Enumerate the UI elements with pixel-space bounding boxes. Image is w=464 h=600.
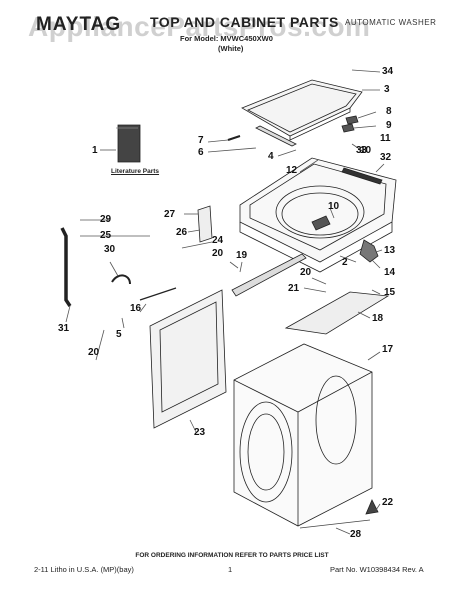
- callout-20-mid: 20: [300, 267, 312, 278]
- callout-15: 15: [384, 287, 396, 298]
- cabinet: [233, 343, 373, 527]
- callout-20-left: 20: [88, 347, 100, 358]
- callout-31: 31: [58, 323, 70, 334]
- callout-2: 2: [342, 257, 348, 268]
- callout-19: 19: [236, 250, 248, 261]
- callout-25: 25: [100, 230, 112, 241]
- lid: [241, 79, 363, 137]
- callout-27: 27: [164, 209, 176, 220]
- callout-30: 30: [104, 244, 116, 255]
- ordering-info: FOR ORDERING INFORMATION REFER TO PARTS …: [135, 552, 329, 559]
- callout-9: 9: [386, 120, 392, 131]
- literature-label: Literature Parts: [111, 168, 160, 175]
- callout-6: 6: [198, 147, 204, 158]
- wire-harness: [359, 239, 379, 263]
- callout-5: 5: [116, 329, 122, 340]
- leveling-leg: [365, 499, 379, 515]
- callout-29: 29: [100, 214, 112, 225]
- page-title: TOP AND CABINET PARTS: [150, 14, 339, 30]
- lid-hinge: [255, 125, 297, 147]
- hose-clamp: [111, 274, 131, 285]
- callout-24: 24: [212, 235, 224, 246]
- page-header: AppliancePartsPros.com MAYTAG TOP AND CA…: [0, 8, 464, 53]
- callout-26: 26: [176, 227, 188, 238]
- callout-18: 18: [372, 313, 384, 324]
- brand-name: MAYTAG: [36, 14, 122, 35]
- callout-17: 17: [382, 344, 394, 355]
- page-number: 1: [228, 565, 233, 574]
- bumper-2: [341, 123, 355, 133]
- part-number: Part No. W10398434 Rev. A: [330, 565, 424, 574]
- callout-12: 12: [286, 165, 298, 176]
- screw: [227, 135, 241, 141]
- cabinet-front-panel: [239, 401, 293, 503]
- callout-10-switch: 10: [328, 201, 340, 212]
- callout-7: 7: [198, 135, 204, 146]
- watermark: AppliancePartsPros.com: [28, 11, 371, 42]
- tub-opening: [275, 185, 365, 239]
- rear-panel: [149, 289, 227, 429]
- literature-booklet: [117, 124, 141, 163]
- base: [299, 519, 371, 529]
- callout-23: 23: [194, 427, 206, 438]
- callout-11: 11: [380, 133, 391, 144]
- product-type: AUTOMATIC WASHER: [345, 18, 437, 27]
- front-rail: [231, 253, 307, 297]
- callout-8: 8: [386, 106, 392, 117]
- callout-34: 34: [382, 66, 394, 77]
- model-line: For Model: MVWC450XW0: [180, 34, 273, 43]
- callout-16: 16: [130, 303, 142, 314]
- callout-28: 28: [350, 529, 362, 540]
- console-strip: [341, 167, 383, 185]
- drain-hose: [60, 227, 72, 307]
- mounting-bracket: [197, 205, 213, 243]
- callout-22: 22: [382, 497, 394, 508]
- callout-20-top: 20: [212, 248, 224, 259]
- rear-cover: [284, 291, 390, 335]
- callout-10-bumper: 10: [360, 145, 372, 156]
- callout-32: 32: [380, 152, 392, 163]
- callout-21: 21: [288, 283, 300, 294]
- tie-rod: [139, 287, 177, 301]
- bumper: [345, 115, 359, 125]
- callout-13: 13: [384, 245, 396, 256]
- litho-note: 2-11 Litho in U.S.A. (MP)(bay): [34, 565, 134, 574]
- callout-14: 14: [384, 267, 396, 278]
- lid-switch: [311, 215, 331, 231]
- callout-4: 4: [268, 151, 274, 162]
- callout-3: 3: [384, 84, 390, 95]
- callout-1: 1: [92, 145, 98, 156]
- color-line: (White): [218, 44, 244, 53]
- callout-33: 33: [356, 145, 368, 156]
